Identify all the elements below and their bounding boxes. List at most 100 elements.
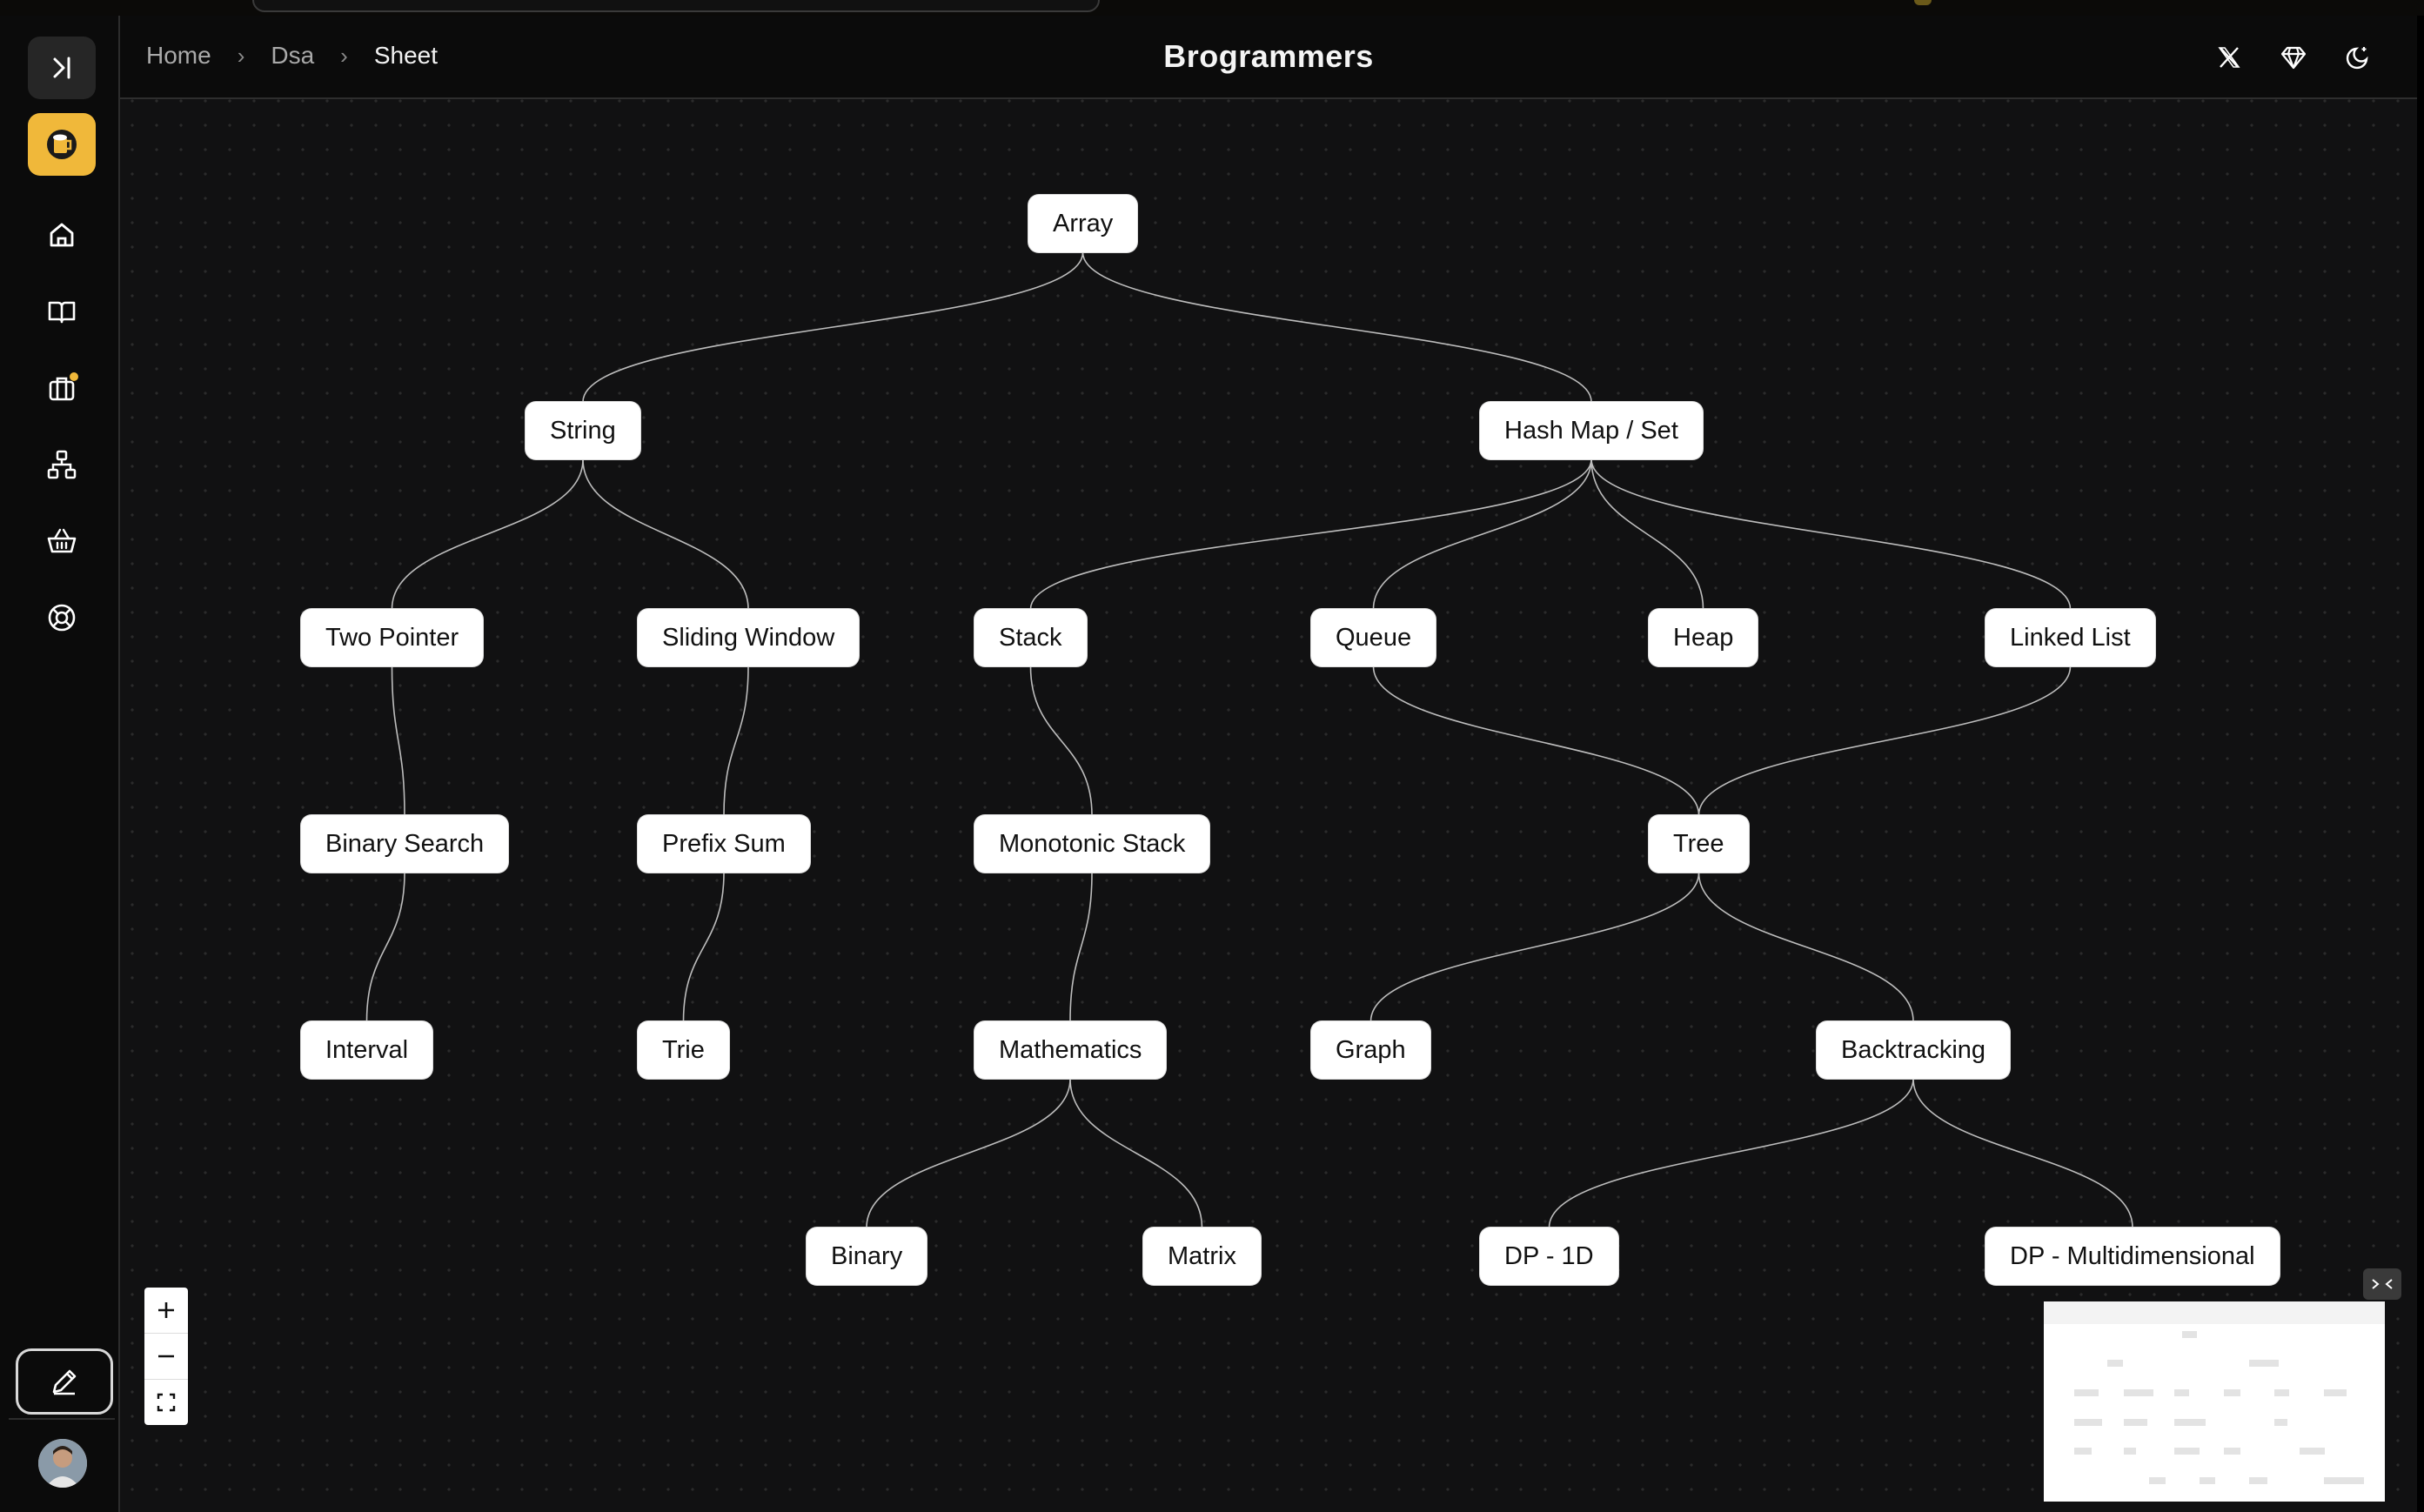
minimap-node	[2073, 1418, 2102, 1426]
chevron-right-icon: ›	[237, 42, 245, 69]
logo-icon	[47, 130, 77, 159]
minimap-node	[2182, 1330, 2197, 1338]
sidebar	[0, 16, 120, 1512]
minimap-node	[2173, 1418, 2206, 1426]
app-logo[interactable]	[28, 113, 96, 176]
edge-math-binary	[866, 1078, 1071, 1228]
node-string[interactable]: String	[526, 402, 640, 459]
node-prefix[interactable]: Prefix Sum	[638, 815, 810, 873]
node-interval[interactable]: Interval	[301, 1021, 433, 1079]
breadcrumb: Home › Dsa › Sheet	[146, 42, 438, 70]
breadcrumb-home[interactable]: Home	[146, 42, 211, 69]
minimap-node	[2324, 1476, 2364, 1484]
node-graph[interactable]: Graph	[1311, 1021, 1430, 1079]
edge-array-string	[582, 251, 1084, 403]
zoom-in-icon	[158, 1302, 174, 1318]
minimap-node	[2173, 1388, 2190, 1396]
edge-prefix-trie	[682, 872, 725, 1022]
edge-twopointer-binarysearch	[391, 666, 405, 816]
node-monotonic[interactable]: Monotonic Stack	[974, 815, 1210, 873]
minimap-node	[2249, 1476, 2268, 1484]
breadcrumb-dsa[interactable]: Dsa	[271, 42, 315, 69]
collapse-icon	[2372, 1279, 2393, 1289]
node-dp1d[interactable]: DP - 1D	[1480, 1228, 1618, 1285]
node-stack[interactable]: Stack	[974, 609, 1087, 666]
minimap-toggle-button[interactable]	[2363, 1268, 2401, 1300]
sitemap-icon	[47, 450, 77, 479]
edge-tree-backtracking	[1697, 872, 1914, 1022]
breadcrumb-sheet: Sheet	[373, 42, 439, 69]
minimap-node	[2173, 1448, 2200, 1455]
node-math[interactable]: Mathematics	[974, 1021, 1167, 1079]
window-top-strip	[0, 0, 2424, 16]
node-twopointer[interactable]: Two Pointer	[301, 609, 484, 666]
edge-array-hashmap	[1081, 251, 1592, 403]
minimap-node	[2149, 1476, 2166, 1484]
zoom-out-button[interactable]	[144, 1334, 188, 1380]
x-link-button[interactable]	[2213, 42, 2245, 73]
node-sliding[interactable]: Sliding Window	[638, 609, 860, 666]
node-heap[interactable]: Heap	[1649, 609, 1758, 666]
node-binary[interactable]: Binary	[807, 1228, 927, 1285]
diamond-icon	[2280, 46, 2307, 70]
minimap-node	[2299, 1448, 2326, 1455]
minimap-node	[2249, 1360, 2280, 1368]
theme-toggle-icon	[2346, 47, 2368, 70]
zoom-in-button[interactable]	[144, 1288, 188, 1334]
node-matrix[interactable]: Matrix	[1143, 1228, 1261, 1285]
edge-stack-monotonic	[1029, 666, 1093, 816]
node-binarysearch[interactable]: Binary Search	[301, 815, 509, 873]
node-linkedlist[interactable]: Linked List	[1985, 609, 2155, 666]
chevron-right-icon: ›	[340, 42, 348, 69]
sidebar-item-jobs[interactable]	[28, 362, 96, 414]
node-hashmap[interactable]: Hash Map / Set	[1480, 402, 1703, 459]
edge-sliding-prefix	[723, 666, 749, 816]
theme-toggle-button[interactable]	[2342, 42, 2374, 73]
minimap-node	[2124, 1448, 2137, 1455]
edge-string-twopointer	[391, 458, 584, 610]
sidebar-item-roadmap[interactable]	[28, 438, 96, 491]
book-icon	[48, 301, 76, 324]
minimap-node	[2199, 1476, 2215, 1484]
avatar[interactable]	[38, 1439, 87, 1488]
node-queue[interactable]: Queue	[1311, 609, 1436, 666]
node-backtracking[interactable]: Backtracking	[1817, 1021, 2011, 1079]
sidebar-item-store[interactable]	[28, 515, 96, 567]
edge-string-sliding	[582, 458, 749, 610]
minimap-node	[2273, 1418, 2288, 1426]
expand-sidebar-button[interactable]	[28, 37, 96, 99]
lifebuoy-icon	[48, 604, 76, 632]
header-actions	[2213, 42, 2374, 73]
address-bar[interactable]	[252, 0, 1100, 12]
home-icon	[50, 223, 74, 247]
fit-view-icon	[157, 1393, 176, 1412]
edge-linkedlist-tree	[1697, 666, 2072, 816]
fit-view-button[interactable]	[144, 1380, 188, 1425]
premium-button[interactable]	[2278, 42, 2309, 73]
node-trie[interactable]: Trie	[638, 1021, 729, 1079]
expand-icon	[53, 57, 70, 79]
node-dpmulti[interactable]: DP - Multidimensional	[1985, 1228, 2280, 1285]
zoom-controls	[144, 1288, 188, 1425]
briefcase-icon	[49, 372, 78, 401]
node-tree[interactable]: Tree	[1649, 815, 1749, 873]
minimap-node	[2073, 1388, 2099, 1396]
minimap-node	[2124, 1418, 2147, 1426]
node-array[interactable]: Array	[1028, 195, 1138, 252]
sidebar-item-support[interactable]	[28, 592, 96, 644]
x-logo-icon	[2218, 47, 2240, 68]
edge-math-matrix	[1069, 1078, 1203, 1228]
page-title: Brogrammers	[1163, 38, 1374, 74]
edge-queue-tree	[1372, 666, 1700, 816]
sidebar-item-home[interactable]	[28, 209, 96, 261]
minimap-node	[2073, 1448, 2093, 1455]
edit-button[interactable]	[16, 1348, 113, 1415]
edge-tree-graph	[1369, 872, 1700, 1022]
zoom-out-icon	[158, 1355, 174, 1358]
minimap[interactable]	[2044, 1301, 2385, 1502]
minimap-node	[2107, 1360, 2123, 1368]
edge-hashmap-stack	[1029, 458, 1592, 610]
sidebar-item-learn[interactable]	[28, 285, 96, 338]
